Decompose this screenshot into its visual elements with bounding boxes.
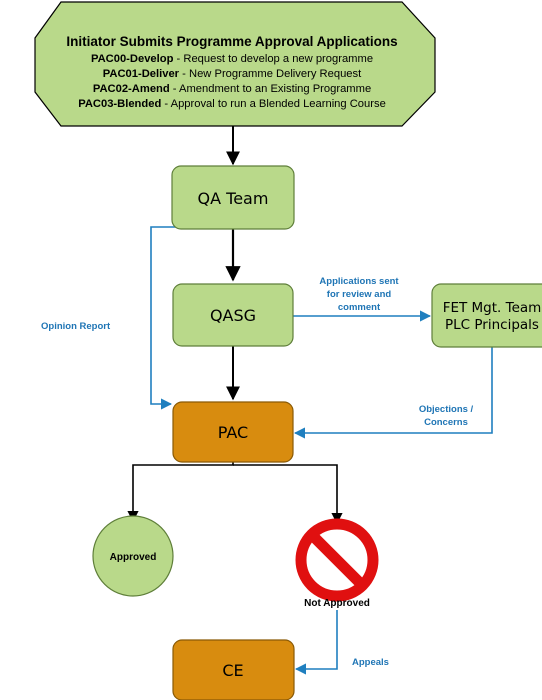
connectors bbox=[127, 126, 493, 675]
ce-label: CE bbox=[222, 661, 243, 680]
arrow-objections bbox=[293, 347, 493, 439]
qasg-node: QASG bbox=[172, 283, 294, 347]
fet-label-line-1: FET Mgt. Team bbox=[443, 300, 542, 316]
not-approved-node: Not Approved bbox=[295, 518, 379, 609]
start-line-2: PAC01-Deliver - New Programme Delivery R… bbox=[103, 68, 362, 80]
qasg-box bbox=[172, 283, 294, 347]
start-octagon bbox=[34, 1, 436, 127]
approved-label: Approved bbox=[110, 552, 157, 563]
label-applications-sent-1: Applications sent bbox=[319, 276, 399, 287]
qasg-label: QASG bbox=[210, 306, 256, 325]
fet-label-line-2: PLC Principals bbox=[445, 317, 539, 333]
arrow-pac-to-approved bbox=[127, 462, 234, 523]
label-applications-sent-3: comment bbox=[338, 302, 381, 313]
qa-team-label: QA Team bbox=[198, 189, 269, 208]
start-line-1: PAC00-Develop - Request to develop a new… bbox=[91, 53, 373, 65]
arrow-appeals bbox=[294, 610, 338, 675]
qa-team-node: QA Team bbox=[171, 165, 295, 230]
label-objections-2: Concerns bbox=[424, 417, 468, 428]
not-approved-label: Not Approved bbox=[304, 598, 370, 609]
label-applications-sent-2: for review and bbox=[327, 289, 392, 300]
arrow-opinion-report bbox=[150, 226, 180, 410]
qa-team-box bbox=[171, 165, 295, 230]
pac-label: PAC bbox=[218, 423, 248, 442]
label-appeals: Appeals bbox=[352, 657, 389, 668]
connector-labels: Opinion Report Applications sent for rev… bbox=[41, 276, 474, 668]
start-line-4: PAC03-Blended - Approval to run a Blende… bbox=[78, 98, 386, 110]
ce-node: CE bbox=[172, 639, 295, 700]
fet-box bbox=[431, 283, 542, 348]
start-line-3: PAC02-Amend - Amendment to an Existing P… bbox=[93, 83, 371, 95]
arrow-pac-to-not-approved bbox=[233, 464, 343, 525]
prohibited-sign-icon bbox=[295, 518, 379, 602]
approved-node: Approved bbox=[92, 515, 174, 597]
start-node: Initiator Submits Programme Approval App… bbox=[34, 1, 436, 127]
approved-circle bbox=[92, 515, 174, 597]
pac-node: PAC bbox=[172, 401, 294, 463]
label-opinion-report: Opinion Report bbox=[41, 321, 111, 332]
start-title: Initiator Submits Programme Approval App… bbox=[66, 34, 397, 49]
label-objections-1: Objections / bbox=[419, 404, 474, 415]
pac-box bbox=[172, 401, 294, 463]
fet-node: FET Mgt. Team PLC Principals bbox=[431, 283, 542, 348]
ce-box bbox=[172, 639, 295, 700]
